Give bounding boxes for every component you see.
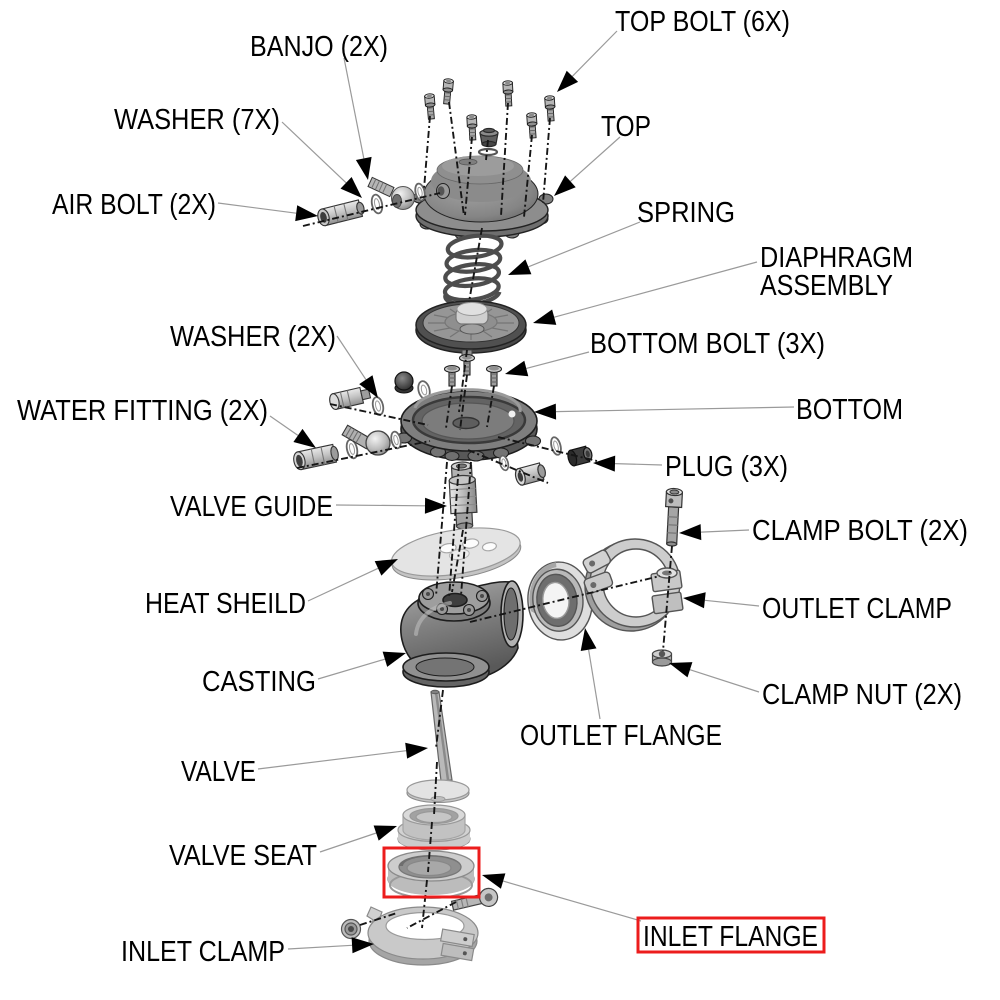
svg-text:TOP: TOP [601,111,651,143]
svg-text:BOTTOM: BOTTOM [796,394,903,426]
svg-text:ASSEMBLY: ASSEMBLY [760,270,893,302]
svg-text:BANJO (2X): BANJO (2X) [250,31,388,63]
svg-text:WASHER (2X): WASHER (2X) [170,321,336,353]
svg-text:VALVE GUIDE: VALVE GUIDE [170,491,333,523]
svg-text:BOTTOM BOLT (3X): BOTTOM BOLT (3X) [590,328,825,360]
svg-text:WATER FITTING (2X): WATER FITTING (2X) [17,395,268,427]
svg-text:HEAT SHEILD: HEAT SHEILD [145,588,306,620]
svg-text:VALVE: VALVE [181,756,256,788]
svg-text:TOP BOLT (6X): TOP BOLT (6X) [615,6,790,38]
svg-text:CLAMP NUT (2X): CLAMP NUT (2X) [762,679,962,711]
svg-text:DIAPHRAGM: DIAPHRAGM [760,242,913,274]
svg-text:INLET FLANGE: INLET FLANGE [643,921,818,953]
svg-text:SPRING: SPRING [637,197,735,229]
svg-text:AIR BOLT (2X): AIR BOLT (2X) [52,189,216,221]
svg-text:PLUG (3X): PLUG (3X) [665,451,788,483]
svg-text:CASTING: CASTING [202,666,316,698]
svg-text:CLAMP BOLT (2X): CLAMP BOLT (2X) [752,515,968,547]
svg-text:VALVE SEAT: VALVE SEAT [169,840,317,872]
svg-text:INLET CLAMP: INLET CLAMP [121,936,285,968]
svg-text:WASHER (7X): WASHER (7X) [114,104,280,136]
svg-text:OUTLET FLANGE: OUTLET FLANGE [520,720,722,752]
svg-text:OUTLET CLAMP: OUTLET CLAMP [762,593,952,625]
